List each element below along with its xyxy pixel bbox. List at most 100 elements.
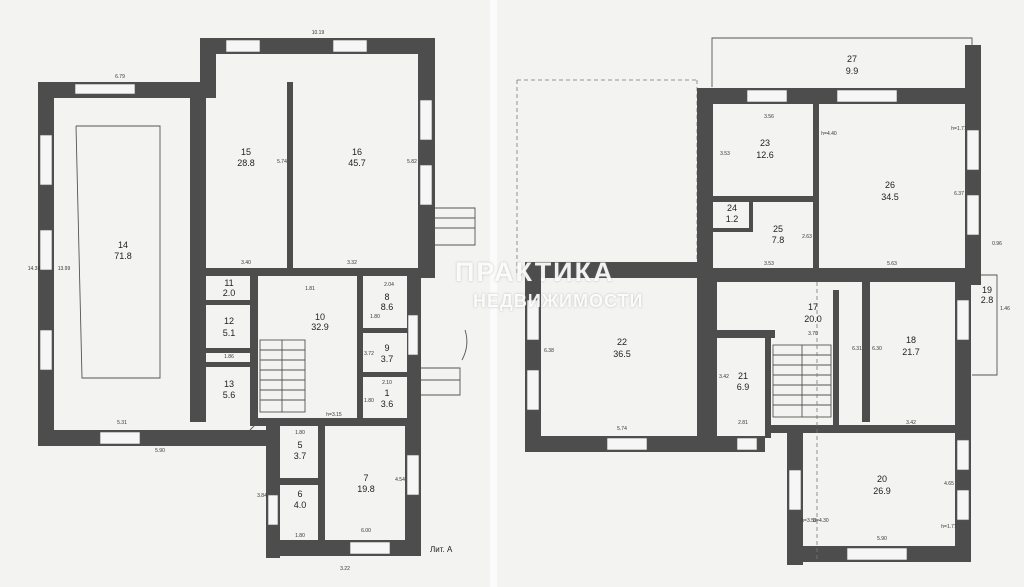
room-area: 5.6: [223, 390, 236, 400]
room-area: 6.9: [737, 382, 750, 392]
room-area: 45.7: [348, 158, 366, 168]
room-area: 3.6: [381, 399, 394, 409]
dimension-label: 2.10: [382, 380, 392, 386]
dimension-label: 6.37: [954, 191, 964, 197]
room-number: 13: [224, 379, 234, 389]
room-area: 19.8: [357, 484, 375, 494]
room-area: 3.7: [381, 354, 394, 364]
dimension-label: 1.80: [364, 398, 374, 404]
sheet-label: Лит. А: [430, 545, 453, 554]
room-area: 20.0: [804, 314, 822, 324]
dimension-label: 3.42: [906, 420, 916, 426]
dimension-label: 5.90: [877, 536, 887, 542]
room-number: 11: [224, 278, 233, 288]
room-number: 1: [384, 388, 389, 398]
room-area: 7.8: [772, 235, 785, 245]
left-fixtures: [75, 125, 476, 431]
dimension-label: 14.38: [28, 266, 41, 272]
dimension-label: h=1.77: [941, 524, 957, 530]
room-number: 5: [297, 440, 302, 450]
room-number: 27: [847, 54, 857, 64]
room-area: 8.6: [381, 302, 394, 312]
room-area: 36.5: [613, 349, 631, 359]
room-number: 12: [224, 316, 234, 326]
room-number: 16: [352, 147, 362, 157]
left-windows: [39, 39, 433, 555]
dimension-label: 3.72: [364, 351, 374, 357]
room-area: 28.8: [237, 158, 255, 168]
room-number: 7: [363, 473, 368, 483]
dimension-label: 5.74: [617, 426, 627, 432]
dimension-label: 3.42: [719, 374, 729, 380]
dimension-label: 10.19: [312, 30, 325, 36]
room-number: 17: [808, 302, 818, 312]
room-area: 1.2: [726, 214, 739, 224]
dimension-label: 4.65: [944, 481, 954, 487]
dimension-label: 13.99: [58, 266, 71, 272]
left-dimension-labels: 6.79 10.19 14.38 13.99 5.31 5.90 5.74 5.…: [28, 30, 417, 572]
room-number: 10: [315, 312, 325, 322]
dimension-label: 5.82: [407, 159, 417, 165]
right-walls: [525, 45, 981, 565]
dimension-label: 6.38: [544, 348, 554, 354]
room-area: 71.8: [114, 251, 132, 261]
dimension-label: h=3.52: [801, 518, 817, 524]
room-number: 26: [885, 180, 895, 190]
dimension-label: h=3.15: [326, 412, 342, 418]
room-number: 25: [773, 224, 783, 234]
room-area: 9.9: [846, 66, 859, 76]
dimension-label: h=4.40: [821, 131, 837, 137]
left-walls: [38, 38, 435, 558]
dimension-label: 3.84: [257, 493, 267, 499]
dimension-label: 5.63: [887, 261, 897, 267]
dimension-label: 5.74: [277, 159, 287, 165]
room-area: 5.1: [223, 328, 236, 338]
room-area: 32.9: [311, 322, 329, 332]
left-room-labels: 14 71.8 15 28.8 16 45.7 11 2.0 12 5.1 13…: [114, 147, 393, 510]
right-floor-plan-sheet: 27 9.9 23 12.6 24 1.2 25 7.8 26 34.5 22 …: [497, 0, 1024, 587]
dimension-label: 1.80: [295, 430, 305, 436]
right-windows: [526, 89, 980, 561]
dimension-label: 3.53: [720, 151, 730, 157]
room-number: 14: [118, 240, 128, 250]
room-number: 6: [297, 489, 302, 499]
room-number: 19: [982, 285, 992, 295]
dimension-label: 3.40: [241, 260, 251, 266]
dimension-label: 5.90: [155, 448, 165, 454]
right-stair: [772, 282, 832, 560]
room-area: 21.7: [902, 347, 920, 357]
dimension-label: 3.32: [347, 260, 357, 266]
dimension-label: 3.22: [340, 566, 350, 572]
room-area: 2.0: [223, 288, 236, 298]
room-area: 34.5: [881, 192, 899, 202]
room-area: 26.9: [873, 486, 891, 496]
sheet-gap: [490, 0, 497, 587]
room-number: 20: [877, 474, 887, 484]
dimension-label: 2.81: [738, 420, 748, 426]
dimension-label: 6.79: [115, 74, 125, 80]
dimension-label: 2.04: [384, 282, 394, 288]
dimension-label: 1.81: [305, 286, 315, 292]
room-area: 2.8: [981, 295, 994, 305]
room-number: 24: [727, 203, 737, 213]
dimension-label: 6.00: [361, 528, 371, 534]
dimension-label: 6.30: [872, 346, 882, 352]
dimension-label: 3.70: [808, 331, 818, 337]
room-number: 23: [760, 138, 770, 148]
room-number: 9: [384, 343, 389, 353]
dimension-label: 0.96: [992, 241, 1002, 247]
dimension-label: h=1.77: [951, 126, 967, 132]
right-room-labels: 27 9.9 23 12.6 24 1.2 25 7.8 26 34.5 22 …: [613, 54, 993, 496]
dimension-label: 1.86: [224, 354, 234, 360]
room-area: 12.6: [756, 150, 774, 160]
dimension-label: 1.80: [370, 314, 380, 320]
dimension-label: 1.46: [1000, 306, 1010, 312]
room-number: 18: [906, 335, 916, 345]
dimension-label: 3.53: [764, 261, 774, 267]
room-area: 4.0: [294, 500, 307, 510]
right-floor-plan: 27 9.9 23 12.6 24 1.2 25 7.8 26 34.5 22 …: [516, 37, 1010, 565]
room-number: 22: [617, 337, 627, 347]
room-area: 3.7: [294, 451, 307, 461]
dimension-label: 2.63: [802, 234, 812, 240]
room-number: 15: [241, 147, 251, 157]
